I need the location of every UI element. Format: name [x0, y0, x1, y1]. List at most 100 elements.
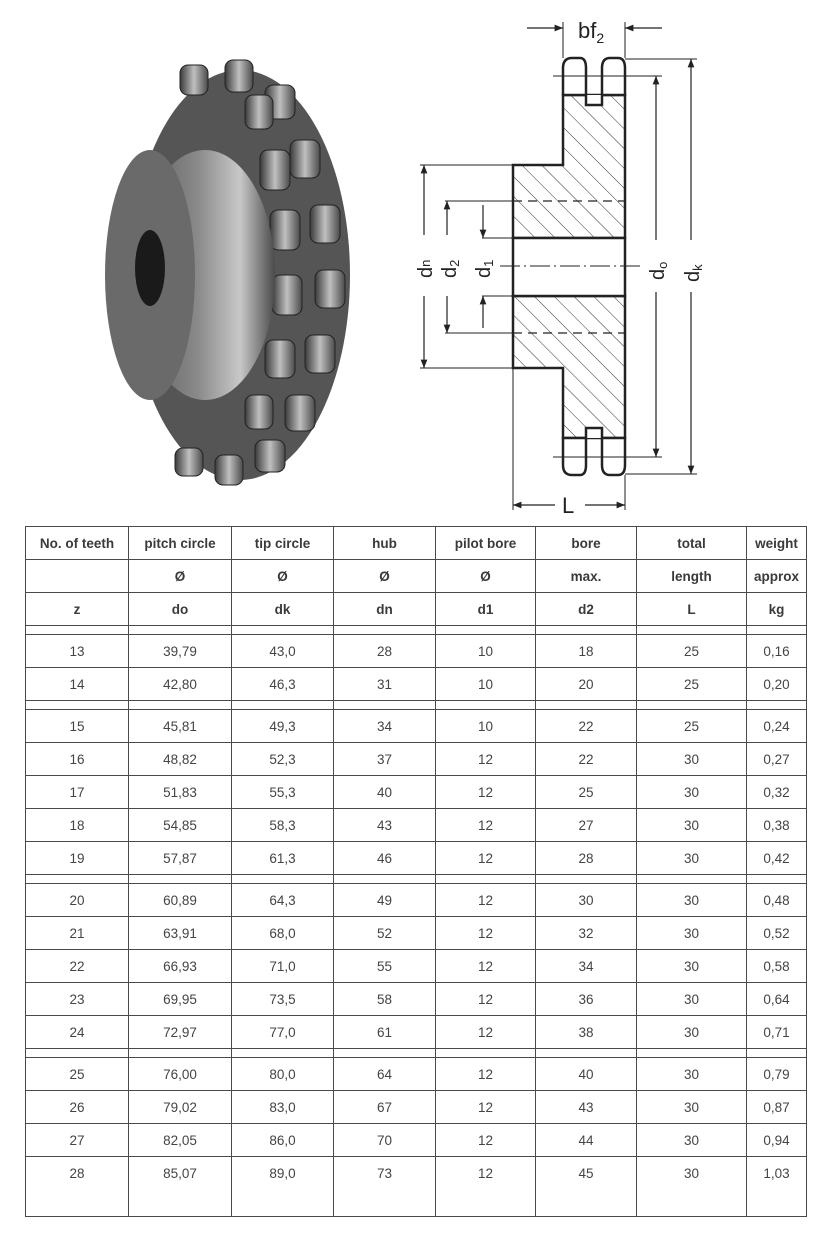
cell-teeth: 17 — [25, 775, 129, 809]
cell-weight: 0,64 — [746, 982, 807, 1016]
separator-cell — [333, 874, 436, 884]
separator-cell — [535, 1048, 637, 1058]
separator-cell — [25, 874, 129, 884]
separator-cell — [746, 625, 807, 635]
cell-hub: 52 — [333, 916, 436, 950]
cell-teeth: 18 — [25, 808, 129, 842]
cell-pilot-bore: 12 — [435, 1015, 536, 1049]
header-cell-bore: max. — [535, 559, 637, 593]
header-cell-hub: dn — [333, 592, 436, 626]
cell-tip-circle: 64,3 — [231, 883, 334, 917]
cell-pilot-bore: 10 — [435, 667, 536, 701]
cell-pilot-bore: 12 — [435, 841, 536, 875]
cell-pitch-circle: 85,07 — [128, 1156, 232, 1217]
cell-teeth: 19 — [25, 841, 129, 875]
cell-pilot-bore: 12 — [435, 949, 536, 983]
cell-total-length: 25 — [636, 667, 747, 701]
cell-bore: 25 — [535, 775, 637, 809]
L-label: L — [562, 493, 574, 518]
cell-bore: 40 — [535, 1057, 637, 1091]
cell-bore: 27 — [535, 808, 637, 842]
cell-tip-circle: 89,0 — [231, 1156, 334, 1217]
cell-weight: 0,16 — [746, 634, 807, 668]
separator-cell — [231, 874, 334, 884]
cell-tip-circle: 73,5 — [231, 982, 334, 1016]
cell-hub: 49 — [333, 883, 436, 917]
cell-bore: 18 — [535, 634, 637, 668]
group-separator-row — [25, 874, 807, 884]
cell-tip-circle: 80,0 — [231, 1057, 334, 1091]
separator-cell — [636, 700, 747, 710]
cell-pitch-circle: 76,00 — [128, 1057, 232, 1091]
cell-hub: 73 — [333, 1156, 436, 1217]
cell-pitch-circle: 48,82 — [128, 742, 232, 776]
separator-cell — [535, 874, 637, 884]
cell-total-length: 25 — [636, 634, 747, 668]
cell-tip-circle: 55,3 — [231, 775, 334, 809]
cell-total-length: 30 — [636, 775, 747, 809]
cell-weight: 0,52 — [746, 916, 807, 950]
separator-cell — [746, 1048, 807, 1058]
cell-tip-circle: 83,0 — [231, 1090, 334, 1124]
separator-cell — [746, 700, 807, 710]
cell-total-length: 30 — [636, 1015, 747, 1049]
cell-teeth: 13 — [25, 634, 129, 668]
cell-tip-circle: 58,3 — [231, 808, 334, 842]
cell-pilot-bore: 12 — [435, 883, 536, 917]
cell-hub: 64 — [333, 1057, 436, 1091]
cell-pilot-bore: 12 — [435, 742, 536, 776]
cell-pilot-bore: 10 — [435, 709, 536, 743]
cell-bore: 45 — [535, 1156, 637, 1217]
header-cell-hub: hub — [333, 526, 436, 560]
separator-cell — [128, 874, 232, 884]
cell-pilot-bore: 12 — [435, 1123, 536, 1157]
cell-total-length: 30 — [636, 1057, 747, 1091]
cell-teeth: 26 — [25, 1090, 129, 1124]
cell-hub: 43 — [333, 808, 436, 842]
header-cell-pilot-bore: Ø — [435, 559, 536, 593]
cell-total-length: 30 — [636, 742, 747, 776]
group-separator-row — [25, 700, 807, 710]
cell-pitch-circle: 69,95 — [128, 982, 232, 1016]
cell-bore: 22 — [535, 742, 637, 776]
cell-tip-circle: 71,0 — [231, 949, 334, 983]
header-cell-pitch-circle: Ø — [128, 559, 232, 593]
cell-weight: 0,58 — [746, 949, 807, 983]
header-cell-tip-circle: Ø — [231, 559, 334, 593]
cell-teeth: 16 — [25, 742, 129, 776]
cell-weight: 0,32 — [746, 775, 807, 809]
header-cell-weight: approx — [746, 559, 807, 593]
cell-hub: 61 — [333, 1015, 436, 1049]
cell-hub: 46 — [333, 841, 436, 875]
cell-bore: 28 — [535, 841, 637, 875]
dk-label: dk — [682, 264, 705, 282]
cell-pitch-circle: 82,05 — [128, 1123, 232, 1157]
header-cell-hub: Ø — [333, 559, 436, 593]
cell-pitch-circle: 60,89 — [128, 883, 232, 917]
header-cell-teeth: No. of teeth — [25, 526, 129, 560]
header-cell-pilot-bore: d1 — [435, 592, 536, 626]
group-separator-row — [25, 625, 807, 635]
sprocket-photo — [105, 59, 350, 486]
cell-pilot-bore: 10 — [435, 634, 536, 668]
separator-cell — [231, 625, 334, 635]
cell-hub: 55 — [333, 949, 436, 983]
cell-total-length: 30 — [636, 808, 747, 842]
separator-cell — [535, 700, 637, 710]
cell-tip-circle: 77,0 — [231, 1015, 334, 1049]
cell-bore: 36 — [535, 982, 637, 1016]
cell-bore: 32 — [535, 916, 637, 950]
cell-pitch-circle: 54,85 — [128, 808, 232, 842]
cell-tip-circle: 68,0 — [231, 916, 334, 950]
cell-total-length: 30 — [636, 1156, 747, 1217]
cell-total-length: 30 — [636, 1123, 747, 1157]
